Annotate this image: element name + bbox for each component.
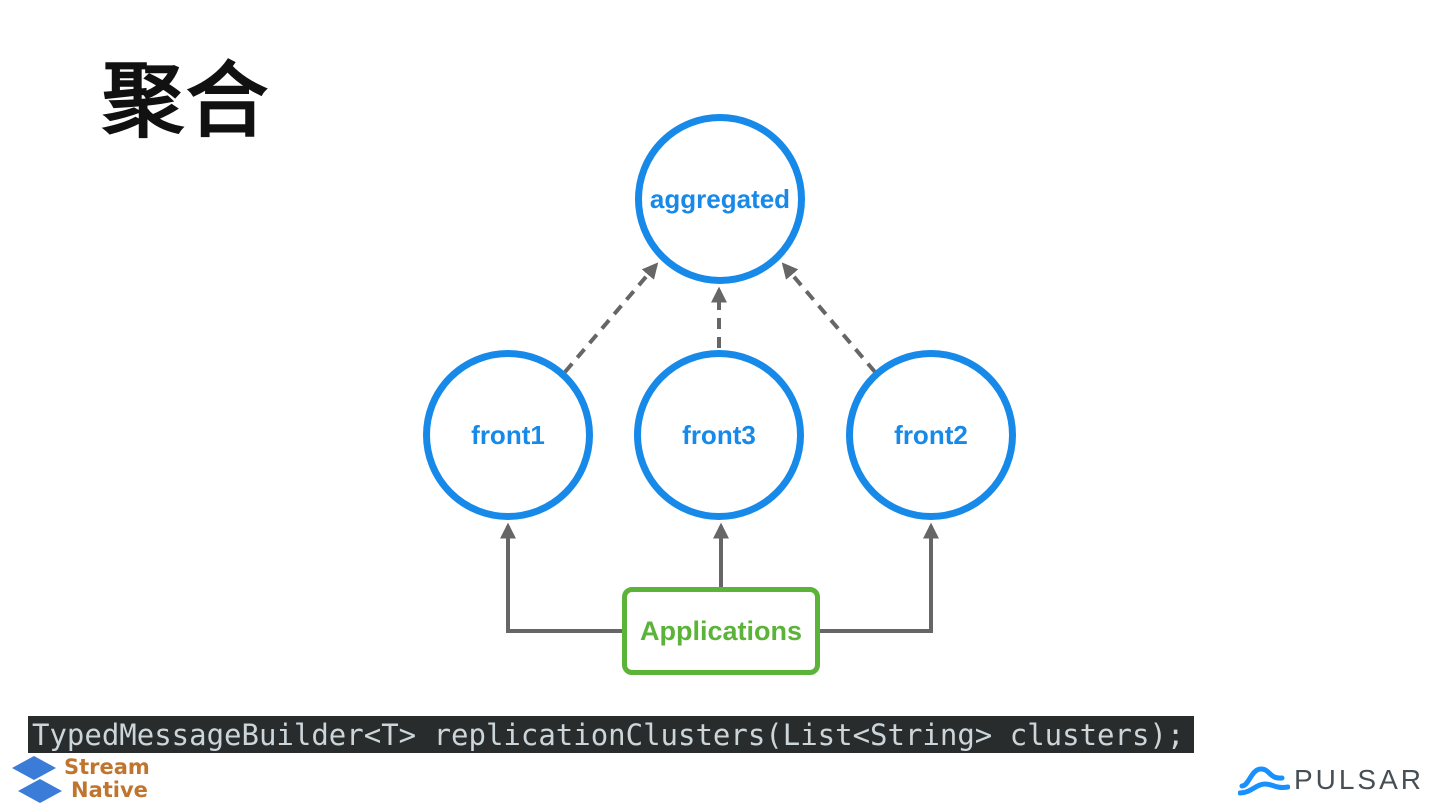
node-applications: Applications bbox=[622, 587, 820, 675]
connector-front1-aggregated bbox=[563, 262, 659, 374]
node-front3: front3 bbox=[634, 350, 804, 520]
pulsar-logo: PULSAR bbox=[1237, 762, 1424, 798]
stream-native-icon bbox=[12, 756, 62, 803]
page-title: 聚合 bbox=[102, 54, 271, 149]
connector-applications-front1 bbox=[500, 522, 622, 633]
node-front1-label: front1 bbox=[471, 419, 545, 450]
streamnative-logo: Stream Native bbox=[8, 753, 150, 805]
node-front3-label: front3 bbox=[682, 419, 756, 450]
streamnative-word-native: Native bbox=[71, 778, 148, 802]
pulsar-wordmark: PULSAR bbox=[1293, 764, 1424, 795]
node-aggregated: aggregated bbox=[635, 114, 805, 284]
pulsar-wave-icon bbox=[1237, 766, 1290, 796]
node-front1: front1 bbox=[423, 350, 593, 520]
node-aggregated-label: aggregated bbox=[649, 183, 791, 214]
connector-front2-aggregated bbox=[781, 262, 877, 374]
node-applications-label: Applications bbox=[639, 615, 802, 646]
code-snippet-bar: TypedMessageBuilder<T> replicationCluste… bbox=[28, 716, 1195, 753]
streamnative-word-stream: Stream bbox=[64, 755, 150, 779]
node-front2-label: front2 bbox=[894, 419, 968, 450]
code-snippet-text: TypedMessageBuilder<T> replicationCluste… bbox=[32, 717, 1185, 752]
connector-applications-front2 bbox=[820, 522, 939, 633]
node-front2: front2 bbox=[846, 350, 1016, 520]
